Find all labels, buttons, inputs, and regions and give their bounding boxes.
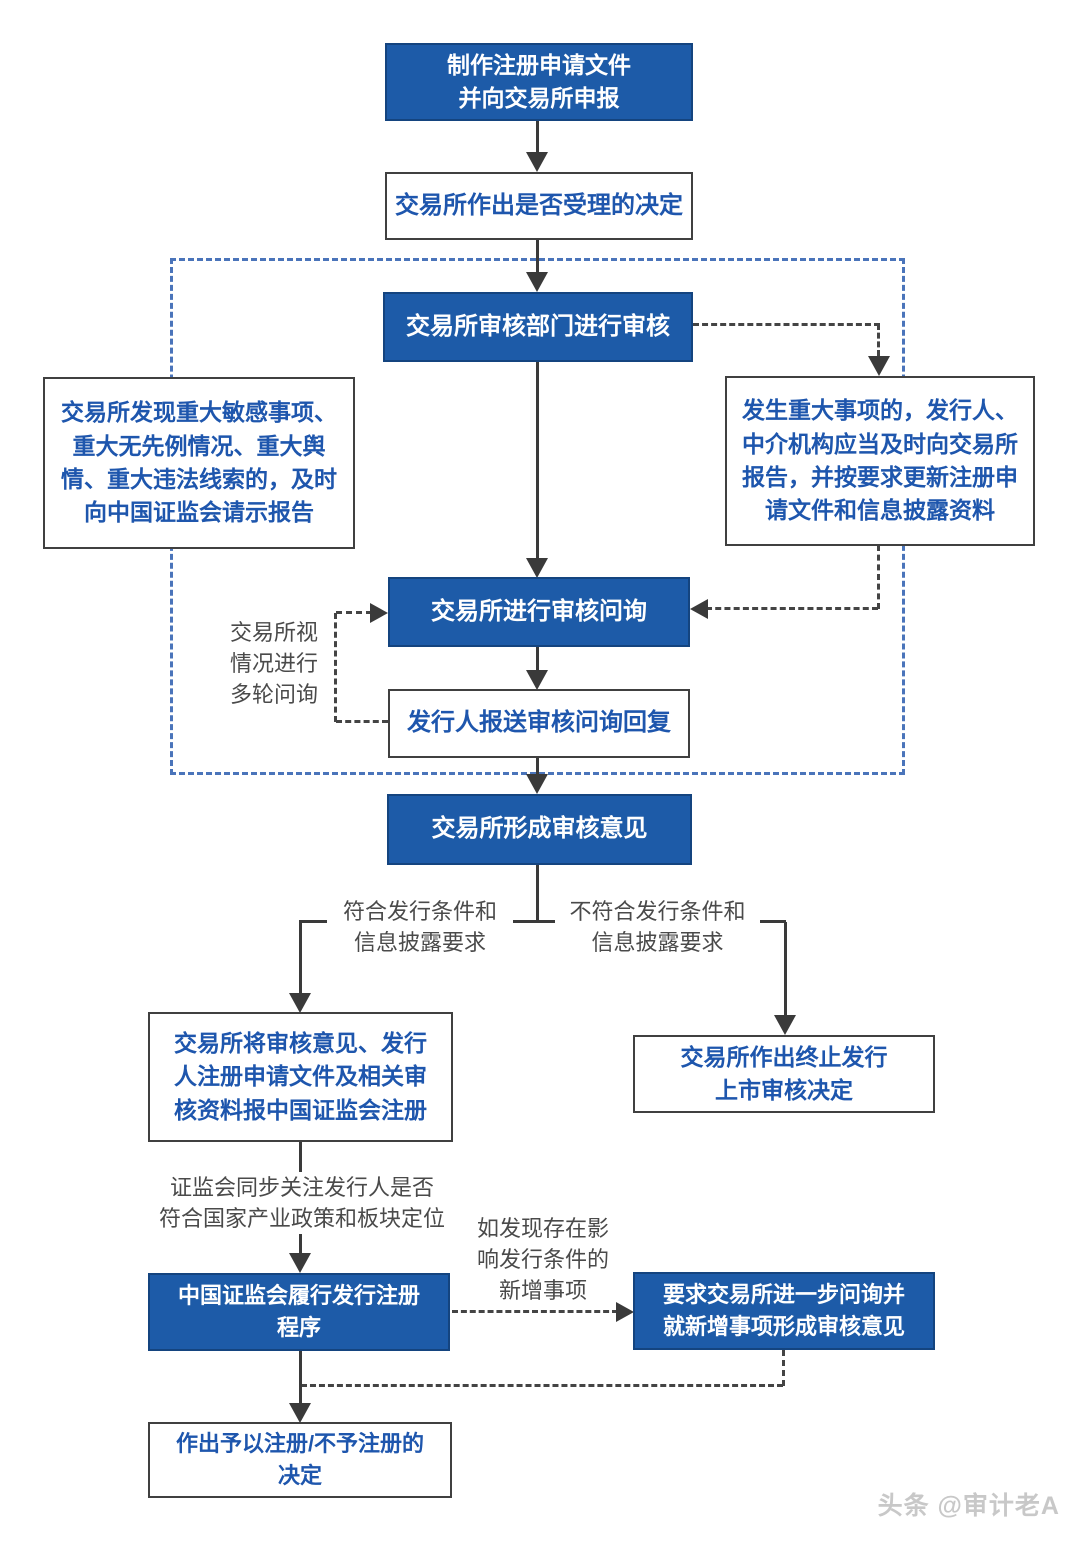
watermark-text: 头条 @审计老A bbox=[877, 1492, 1060, 1520]
arrowhead-down bbox=[774, 1015, 796, 1035]
arrowhead-right bbox=[616, 1302, 634, 1322]
dashed-connector bbox=[706, 607, 878, 610]
arrowhead-down bbox=[868, 356, 890, 376]
label-multi-round-inquiry: 交易所视 情况进行 多轮问询 bbox=[229, 620, 318, 708]
connector-line bbox=[536, 647, 539, 674]
connector-line bbox=[536, 120, 539, 156]
connector-line bbox=[536, 362, 539, 558]
node-review-inquiry: 交易所进行审核问询 bbox=[388, 577, 690, 647]
node-issuer-inquiry-reply: 发行人报送审核问询回复 bbox=[388, 689, 690, 758]
label-not-meets-conditions: 不符合发行条件和 信息披露要求 bbox=[555, 896, 760, 959]
arrowhead-down bbox=[289, 993, 311, 1013]
connector-line bbox=[536, 240, 539, 276]
node-csrc-registration: 中国证监会履行发行注册 程序 bbox=[148, 1273, 450, 1351]
node-review-department: 交易所审核部门进行审核 bbox=[383, 292, 693, 362]
arrowhead-down bbox=[526, 272, 548, 292]
connector-line bbox=[299, 920, 786, 923]
dashed-connector bbox=[452, 1310, 618, 1313]
node-major-sensitive-matters: 交易所发现重大敏感事项、 重大无先例情况、重大舆 情、重大违法线索的，及时 向中… bbox=[43, 377, 355, 549]
dashed-loop-connector bbox=[336, 720, 388, 723]
connector-line bbox=[784, 922, 787, 1016]
arrowhead-down bbox=[526, 670, 548, 690]
node-review-opinion: 交易所形成审核意见 bbox=[387, 794, 692, 865]
connector-line bbox=[299, 1351, 302, 1405]
node-major-events-update: 发生重大事项的，发行人、 中介机构应当及时向交易所 报告，并按要求更新注册申 请… bbox=[725, 376, 1035, 546]
dashed-connector bbox=[877, 545, 880, 609]
dashed-connector bbox=[877, 324, 880, 356]
dashed-connector bbox=[782, 1350, 785, 1386]
node-acceptance-decision: 交易所作出是否受理的决定 bbox=[385, 172, 693, 240]
node-prepare-and-file: 制作注册申请文件 并向交易所申报 bbox=[385, 43, 693, 121]
label-csrc-concern: 证监会同步关注发行人是否 符合国家产业政策和板块定位 bbox=[152, 1172, 452, 1235]
connector-line bbox=[536, 865, 539, 922]
arrowhead-down bbox=[289, 1253, 311, 1273]
dashed-connector bbox=[301, 1384, 783, 1387]
dashed-loop-connector bbox=[334, 613, 337, 722]
dashed-connector bbox=[693, 323, 880, 326]
arrowhead-right bbox=[370, 603, 388, 623]
label-meets-conditions: 符合发行条件和 信息披露要求 bbox=[327, 896, 513, 959]
label-new-matters: 如发现存在影 响发行条件的 新增事项 bbox=[476, 1216, 609, 1304]
dashed-loop-connector bbox=[336, 611, 372, 614]
node-further-inquiry: 要求交易所进一步问询并 就新增事项形成审核意见 bbox=[633, 1272, 935, 1350]
connector-line bbox=[536, 758, 539, 776]
arrowhead-down bbox=[289, 1403, 311, 1423]
connector-line bbox=[299, 922, 302, 994]
node-submit-to-csrc: 交易所将审核意见、发行 人注册申请文件及相关审 核资料报中国证监会注册 bbox=[148, 1012, 453, 1142]
arrowhead-down bbox=[526, 558, 548, 578]
arrowhead-down bbox=[526, 152, 548, 172]
node-registration-decision: 作出予以注册/不予注册的 决定 bbox=[148, 1422, 452, 1498]
node-terminate-review: 交易所作出终止发行 上市审核决定 bbox=[633, 1035, 935, 1113]
arrowhead-left bbox=[690, 599, 708, 619]
arrowhead-down bbox=[526, 774, 548, 794]
